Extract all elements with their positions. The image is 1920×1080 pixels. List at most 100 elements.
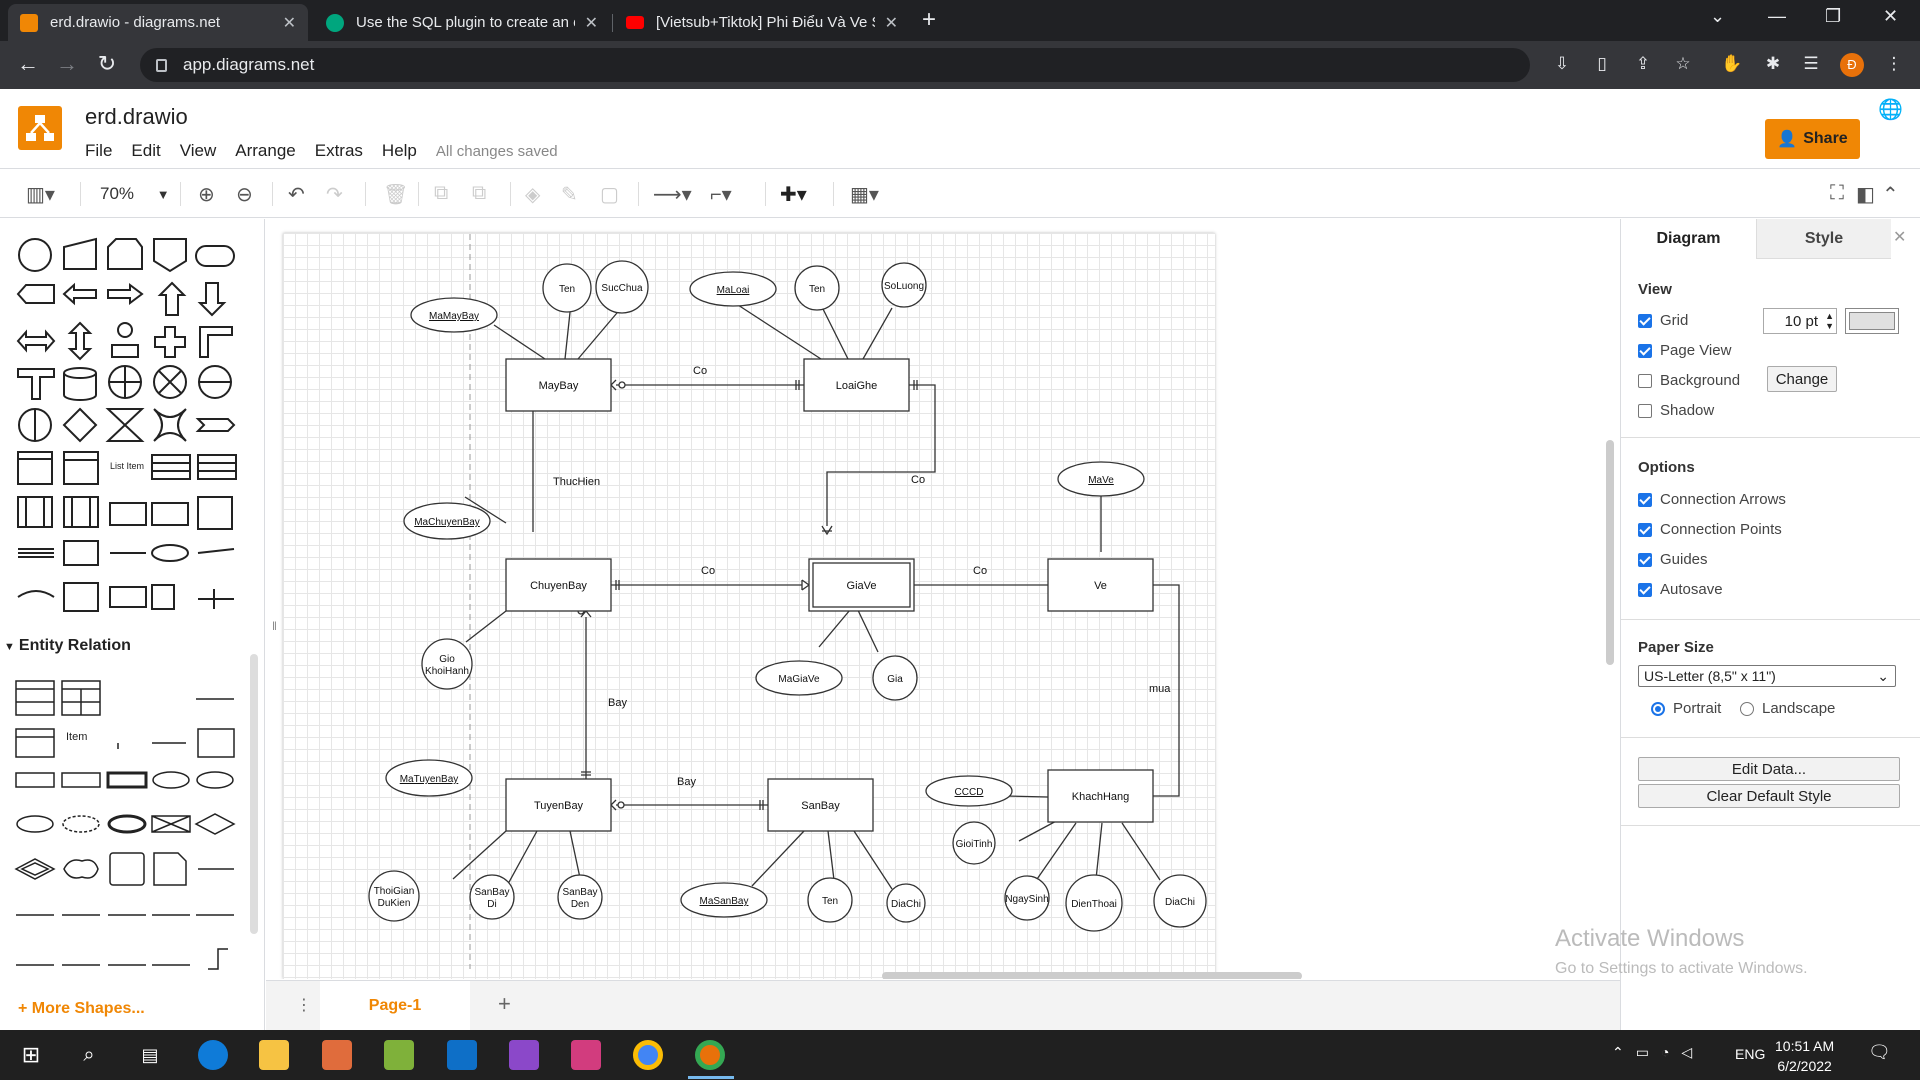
- zoom-select[interactable]: 70% ▼: [100, 184, 170, 203]
- attribute-ellipse[interactable]: [1004, 875, 1050, 921]
- windows-start-icon[interactable]: ⊞: [21, 1042, 41, 1067]
- browser-menu-icon[interactable]: ⋮: [1885, 54, 1903, 73]
- connection-icon[interactable]: ⟶▾: [653, 184, 692, 206]
- sidebar-resize-handle[interactable]: ‖: [272, 619, 277, 633]
- attribute-ellipse[interactable]: [881, 262, 927, 308]
- entity-relation-palette[interactable]: [0, 659, 250, 989]
- attribute-Ten[interactable]: Ten: [794, 265, 840, 311]
- entity-Ve[interactable]: Ve: [1047, 558, 1154, 612]
- shadow-checkbox[interactable]: Shadow: [1638, 402, 1714, 419]
- close-window-icon[interactable]: ✕: [1883, 6, 1899, 26]
- reload-icon[interactable]: ↻: [97, 51, 117, 76]
- attribute-ellipse[interactable]: [410, 297, 498, 333]
- profile-avatar[interactable]: Đ: [1840, 53, 1864, 77]
- attribute-ellipse[interactable]: [385, 759, 473, 797]
- connection-points-checkbox[interactable]: Connection Points: [1638, 521, 1782, 538]
- file-name[interactable]: erd.drawio: [85, 104, 188, 129]
- attribute-ellipse[interactable]: [469, 874, 515, 920]
- zoom-in-icon[interactable]: ⊕: [198, 184, 215, 206]
- attribute-MaSanBay[interactable]: MaSanBay: [680, 882, 768, 918]
- table-icon[interactable]: ▦▾: [850, 184, 879, 206]
- more-shapes-button[interactable]: + More Shapes...: [18, 1000, 145, 1017]
- page-view-checkbox[interactable]: Page View: [1638, 342, 1731, 359]
- chrome-icon[interactable]: [633, 1040, 663, 1070]
- forward-icon[interactable]: →: [56, 51, 78, 76]
- search-icon[interactable]: ⌕: [83, 1044, 95, 1066]
- attribute-ellipse[interactable]: [952, 821, 996, 865]
- canvas-horizontal-scrollbar[interactable]: [882, 972, 1302, 979]
- connection-arrows-checkbox[interactable]: Connection Arrows: [1638, 491, 1786, 508]
- entity-box[interactable]: [1047, 558, 1154, 612]
- attribute-GioiTinh[interactable]: GioiTinh: [952, 821, 996, 865]
- intellij-icon[interactable]: [571, 1040, 601, 1070]
- grid-size-input[interactable]: 10 pt▲▼: [1763, 308, 1837, 334]
- attribute-DienThoai[interactable]: DienThoai: [1065, 874, 1123, 932]
- attribute-Ten[interactable]: Ten: [807, 877, 853, 923]
- page-menu-icon[interactable]: ⋮: [296, 997, 312, 1014]
- notifications-icon[interactable]: 🗨: [1868, 1042, 1891, 1062]
- fill-color-icon[interactable]: ◈: [525, 184, 541, 206]
- paper-size-select[interactable]: US-Letter (8,5" x 11")⌄: [1638, 665, 1896, 687]
- entity-box[interactable]: [803, 358, 910, 412]
- entity-box[interactable]: [505, 358, 612, 412]
- entity-box[interactable]: [505, 778, 612, 832]
- language-globe-icon[interactable]: 🌐: [1878, 99, 1903, 121]
- system-tray-icons[interactable]: ⌃▭◔◁: [1612, 1044, 1705, 1060]
- attribute-ellipse[interactable]: [680, 882, 768, 918]
- canvas-vertical-scrollbar[interactable]: [1606, 440, 1614, 665]
- attribute-MaTuyenBay[interactable]: MaTuyenBay: [385, 759, 473, 797]
- checkbox-shadow[interactable]: [1638, 403, 1652, 418]
- entity-ChuyenBay[interactable]: ChuyenBay: [505, 558, 612, 612]
- delete-icon[interactable]: 🗑: [383, 184, 409, 206]
- menu-extras[interactable]: Extras: [314, 141, 363, 160]
- checkbox-guides[interactable]: [1638, 552, 1652, 567]
- menu-arrange[interactable]: Arrange: [235, 141, 296, 160]
- browser-tab-youtube[interactable]: [Vietsub+Tiktok] Phi Điểu Và Ve S ✕: [614, 4, 910, 41]
- attribute-Ten[interactable]: Ten: [542, 263, 592, 313]
- checkbox-connection-arrows[interactable]: [1638, 492, 1652, 507]
- attribute-MaLoai[interactable]: MaLoai: [689, 271, 777, 307]
- attribute-DiaChi[interactable]: DiaChi: [1153, 874, 1207, 928]
- waypoints-icon[interactable]: ⌐▾: [710, 184, 732, 206]
- background-checkbox[interactable]: Background: [1638, 372, 1740, 389]
- attribute-ellipse[interactable]: [886, 883, 926, 923]
- chrome-profile-icon[interactable]: [695, 1040, 725, 1070]
- entity-SanBay[interactable]: SanBay: [767, 778, 874, 832]
- add-page-icon[interactable]: +: [498, 991, 511, 1016]
- back-icon[interactable]: ←: [17, 51, 39, 76]
- attribute-SoLuong[interactable]: SoLuong: [881, 262, 927, 308]
- landscape-radio[interactable]: Landscape: [1740, 700, 1835, 717]
- read-later-icon[interactable]: ▯: [1597, 54, 1607, 73]
- sidebar-scrollbar[interactable]: [250, 654, 258, 934]
- undo-icon[interactable]: ↶: [288, 184, 305, 206]
- change-background-button[interactable]: Change: [1767, 366, 1837, 392]
- attribute-ellipse[interactable]: [1153, 874, 1207, 928]
- visual-studio-icon[interactable]: [509, 1040, 539, 1070]
- attribute-DiaChi[interactable]: DiaChi: [886, 883, 926, 923]
- line-color-icon[interactable]: ✎: [561, 184, 578, 206]
- radio-landscape[interactable]: [1740, 701, 1754, 716]
- format-panel-toggle-icon[interactable]: ▥▾: [26, 184, 55, 206]
- attribute-MaMayBay[interactable]: MaMayBay: [410, 297, 498, 333]
- clear-default-style-button[interactable]: Clear Default Style: [1638, 784, 1900, 808]
- edge-icon[interactable]: [198, 1040, 228, 1070]
- checkbox-grid[interactable]: [1638, 313, 1652, 328]
- attribute-ellipse[interactable]: [403, 502, 491, 540]
- attribute-ellipse[interactable]: [755, 660, 843, 696]
- new-tab-button[interactable]: +: [922, 6, 937, 33]
- collapse-icon[interactable]: ⌃: [1882, 184, 1899, 206]
- attribute-ellipse[interactable]: [1065, 874, 1123, 932]
- address-bar[interactable]: app.diagrams.net: [140, 48, 1530, 82]
- attribute-SucChua[interactable]: SucChua: [595, 260, 649, 314]
- extension-hand-icon[interactable]: ✋: [1721, 54, 1743, 73]
- entity-box[interactable]: [505, 558, 612, 612]
- share-button[interactable]: 👤Share: [1765, 119, 1860, 159]
- close-tab-icon[interactable]: ✕: [584, 14, 598, 32]
- vscode-icon[interactable]: [447, 1040, 477, 1070]
- close-panel-icon[interactable]: ✕: [1893, 229, 1907, 246]
- close-tab-icon[interactable]: ✕: [884, 14, 898, 32]
